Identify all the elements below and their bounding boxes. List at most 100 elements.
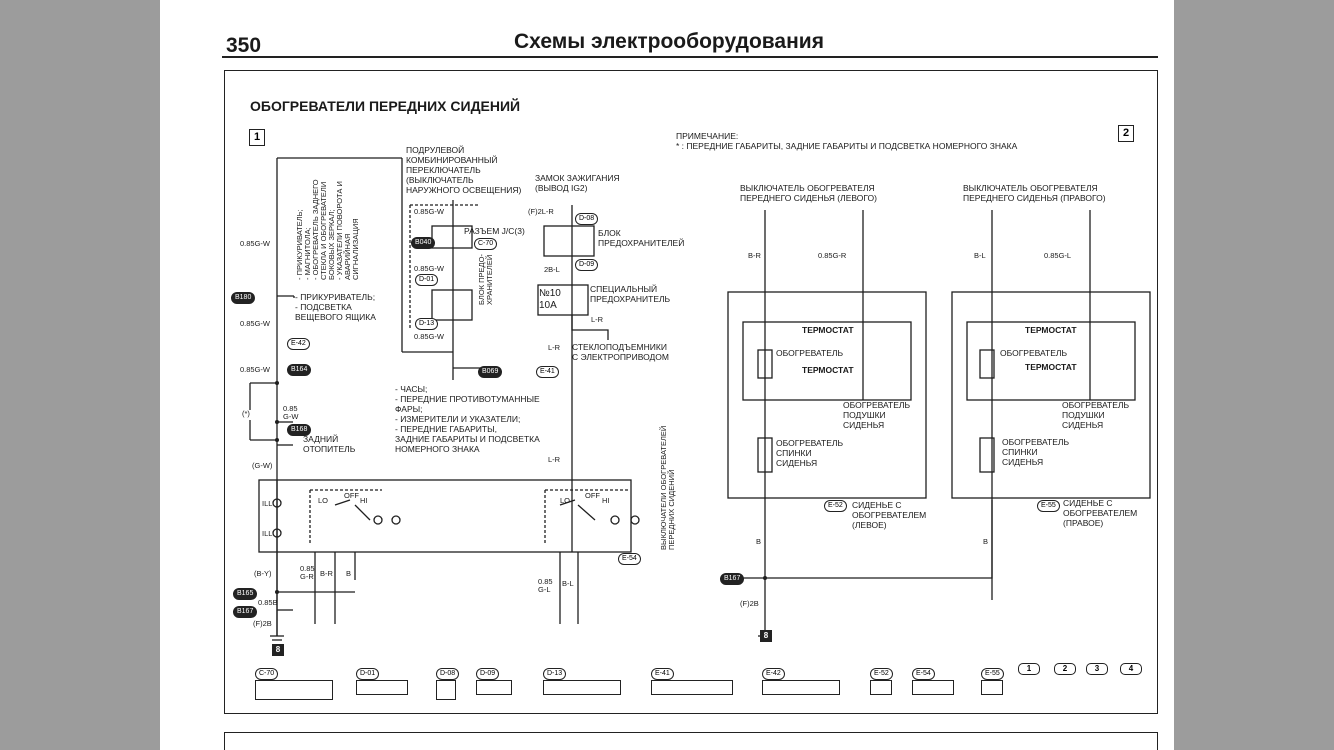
wire-085gw-5: 0.85G-W: [414, 264, 445, 273]
ground-8-right: 8: [760, 630, 772, 642]
ignition-label: ЗАМОК ЗАЖИГАНИЯ (ВЫВОД IG2): [535, 173, 620, 193]
conn-e55: E-55: [981, 668, 1004, 680]
wire-085gr-right: 0.85G-R: [818, 251, 847, 260]
wire-085gl-right: 0.85G-L: [1044, 251, 1072, 260]
fuse-block-label: БЛОК ПРЕДОХРАНИТЕЛЕЙ: [598, 228, 685, 248]
conn-e52-body: [870, 680, 892, 695]
ground-8-left: 8: [272, 644, 284, 656]
wire-085b: 0.85B: [258, 598, 278, 607]
left-heater: ОБОГРЕВАТЕЛЬ: [776, 348, 844, 358]
conn-e41-body: [651, 680, 733, 695]
wire-br-right: B-R: [748, 251, 761, 260]
conn-e55-body: [981, 680, 1003, 695]
conn-e54-body: [912, 680, 954, 695]
tag-b164: B164: [287, 364, 312, 376]
sheet-number-right: 2: [1118, 125, 1134, 142]
wire-lr-2: L-R: [548, 455, 561, 464]
conn-c70-body: [255, 680, 333, 700]
fuse-value: №10 10A: [539, 288, 561, 311]
lights-list: - ЧАСЫ; - ПЕРЕДНИЕ ПРОТИВОТУМАННЫЕ ФАРЫ;…: [395, 384, 540, 454]
header-rule: [222, 56, 1158, 58]
tag-b165: B165: [233, 588, 258, 600]
off-label-right: OFF: [585, 491, 600, 500]
right-cushion-heater: ОБОГРЕВАТЕЛЬ ПОДУШКИ СИДЕНЬЯ: [1062, 400, 1130, 430]
tag-b069: B069: [478, 366, 503, 378]
tag-c70: C-70: [474, 238, 498, 250]
wire-b-right-2: B: [983, 537, 989, 546]
rear-heater-label: ЗАДНИЙ ОТОПИТЕЛЬ: [303, 434, 356, 454]
wire-lr-1: L-R: [548, 343, 561, 352]
right-back-heater: ОБОГРЕВАТЕЛЬ СПИНКИ СИДЕНЬЯ: [1002, 437, 1070, 467]
left-thermostat-2: ТЕРМОСТАТ: [802, 365, 854, 375]
left-back-heater: ОБОГРЕВАТЕЛЬ СПИНКИ СИДЕНЬЯ: [776, 438, 844, 468]
wire-bl: B-L: [562, 579, 574, 588]
manual-page: 350 Схемы электрооборудования ОБОГРЕВАТЕ…: [160, 0, 1174, 750]
wire-085gw-1: 0.85G-W: [240, 239, 271, 248]
tag-e55: E-55: [1037, 500, 1060, 512]
wire-gw: (G-W): [252, 461, 273, 470]
conn-d09-body: [476, 680, 512, 695]
tag-d08: D-08: [575, 213, 599, 225]
tag-b168: B168: [287, 424, 312, 436]
right-thermostat-2: ТЕРМОСТАТ: [1025, 362, 1077, 372]
tag-d09: D-09: [575, 259, 599, 271]
conn-d08-body: [436, 680, 456, 700]
diagram-frame: [224, 70, 1158, 714]
wire-b-left: B: [346, 569, 352, 578]
next-diagram-frame: [224, 732, 1158, 750]
tag-e52: E-52: [824, 500, 847, 512]
wire-085gw-6: 0.85G-W: [414, 332, 445, 341]
tag-b180: B180: [231, 292, 256, 304]
wire-085-gw: 0.85 G-W: [283, 404, 299, 421]
ill-label-2: ILL: [262, 529, 273, 538]
wire-by: (B-Y): [254, 569, 272, 578]
diagram-title: ОБОГРЕВАТЕЛИ ПЕРЕДНИХ СИДЕНИЙ: [250, 98, 521, 114]
wire-085gw-4: 0.85G-W: [414, 207, 445, 216]
fuse-block-vertical: БЛОК ПРЕДО- ХРАНИТЕЛЕЙ: [477, 254, 494, 305]
windows-label: СТЕКЛОПОДЪЕМНИКИ С ЭЛЕКТРОПРИВОДОМ: [572, 342, 669, 362]
conn-c70: C-70: [255, 668, 279, 680]
page-number: 350: [226, 34, 262, 57]
ignition-wire: (F)2L-R: [528, 207, 554, 216]
lighter-list: - ПРИКУРИВАТЕЛЬ; - ПОДСВЕТКА ВЕЩЕВОГО ЯЩ…: [295, 292, 376, 322]
wire-b-right-1: B: [756, 537, 762, 546]
lo-label-left: LO: [318, 496, 329, 505]
conn-d09: D-09: [476, 668, 500, 680]
wire-085gw-3: 0.85G-W: [240, 365, 271, 374]
wire-2bl: 2B-L: [544, 265, 560, 274]
left-switch-label: ВЫКЛЮЧАТЕЛЬ ОБОГРЕВАТЕЛЯ ПЕРЕДНЕГО СИДЕН…: [740, 183, 877, 203]
wire-085-gr: 0.85 G-R: [300, 564, 315, 581]
conn-e42: E-42: [762, 668, 785, 680]
conn-d13-body: [543, 680, 621, 695]
diagram-note: ПРИМЕЧАНИЕ: * : ПЕРЕДНИЕ ГАБАРИТЫ, ЗАДНИ…: [676, 131, 1018, 151]
wire-bl-right: B-L: [974, 251, 986, 260]
conn-3: 3: [1086, 663, 1108, 675]
hi-label-left: HI: [360, 496, 368, 505]
right-thermostat-1: ТЕРМОСТАТ: [1025, 325, 1077, 335]
tag-b167-right: B167: [720, 573, 745, 585]
conn-e41: E-41: [651, 668, 674, 680]
left-thermostat-1: ТЕРМОСТАТ: [802, 325, 854, 335]
wire-lr-3: L-R: [591, 315, 604, 324]
tag-e42: E-42: [287, 338, 310, 350]
conn-e54: E-54: [912, 668, 935, 680]
wire-085gw-2: 0.85G-W: [240, 319, 271, 328]
special-fuse-label: СПЕЦИАЛЬНЫЙ ПРЕДОХРАНИТЕЛЬ: [590, 284, 671, 304]
left-seat-label: СИДЕНЬЕ С ОБОГРЕВАТЕЛЕМ (ЛЕВОЕ): [852, 500, 927, 530]
conn-e52: E-52: [870, 668, 893, 680]
wire-085-gl: 0.85 G-L: [538, 577, 553, 594]
conn-d08: D-08: [436, 668, 460, 680]
tag-b040: B040: [411, 237, 436, 249]
conn-d01: D-01: [356, 668, 380, 680]
conn-4: 4: [1120, 663, 1142, 675]
off-label-left: OFF: [344, 491, 359, 500]
hi-label-right: HI: [602, 496, 610, 505]
feed-list-vertical: - ПРИКУРИВАТЕЛЬ; - МАГНИТОЛА; - ОБОГРЕВА…: [295, 179, 360, 280]
tag-d13: D-13: [415, 318, 439, 330]
combo-switch-label: ПОДРУЛЕВОЙ КОМБИНИРОВАННЫЙ ПЕРЕКЛЮЧАТЕЛЬ…: [406, 145, 522, 195]
switches-vertical: ВЫКЛЮЧАТЕЛИ ОБОГРЕВАТЕЛЕЙ ПЕРЕДНИХ СИДЕН…: [659, 425, 676, 550]
wire-star: (*): [242, 409, 250, 418]
wiring-lines: [249, 157, 1151, 641]
sheet-number-left: 1: [249, 129, 265, 146]
wire-br: B-R: [320, 569, 333, 578]
